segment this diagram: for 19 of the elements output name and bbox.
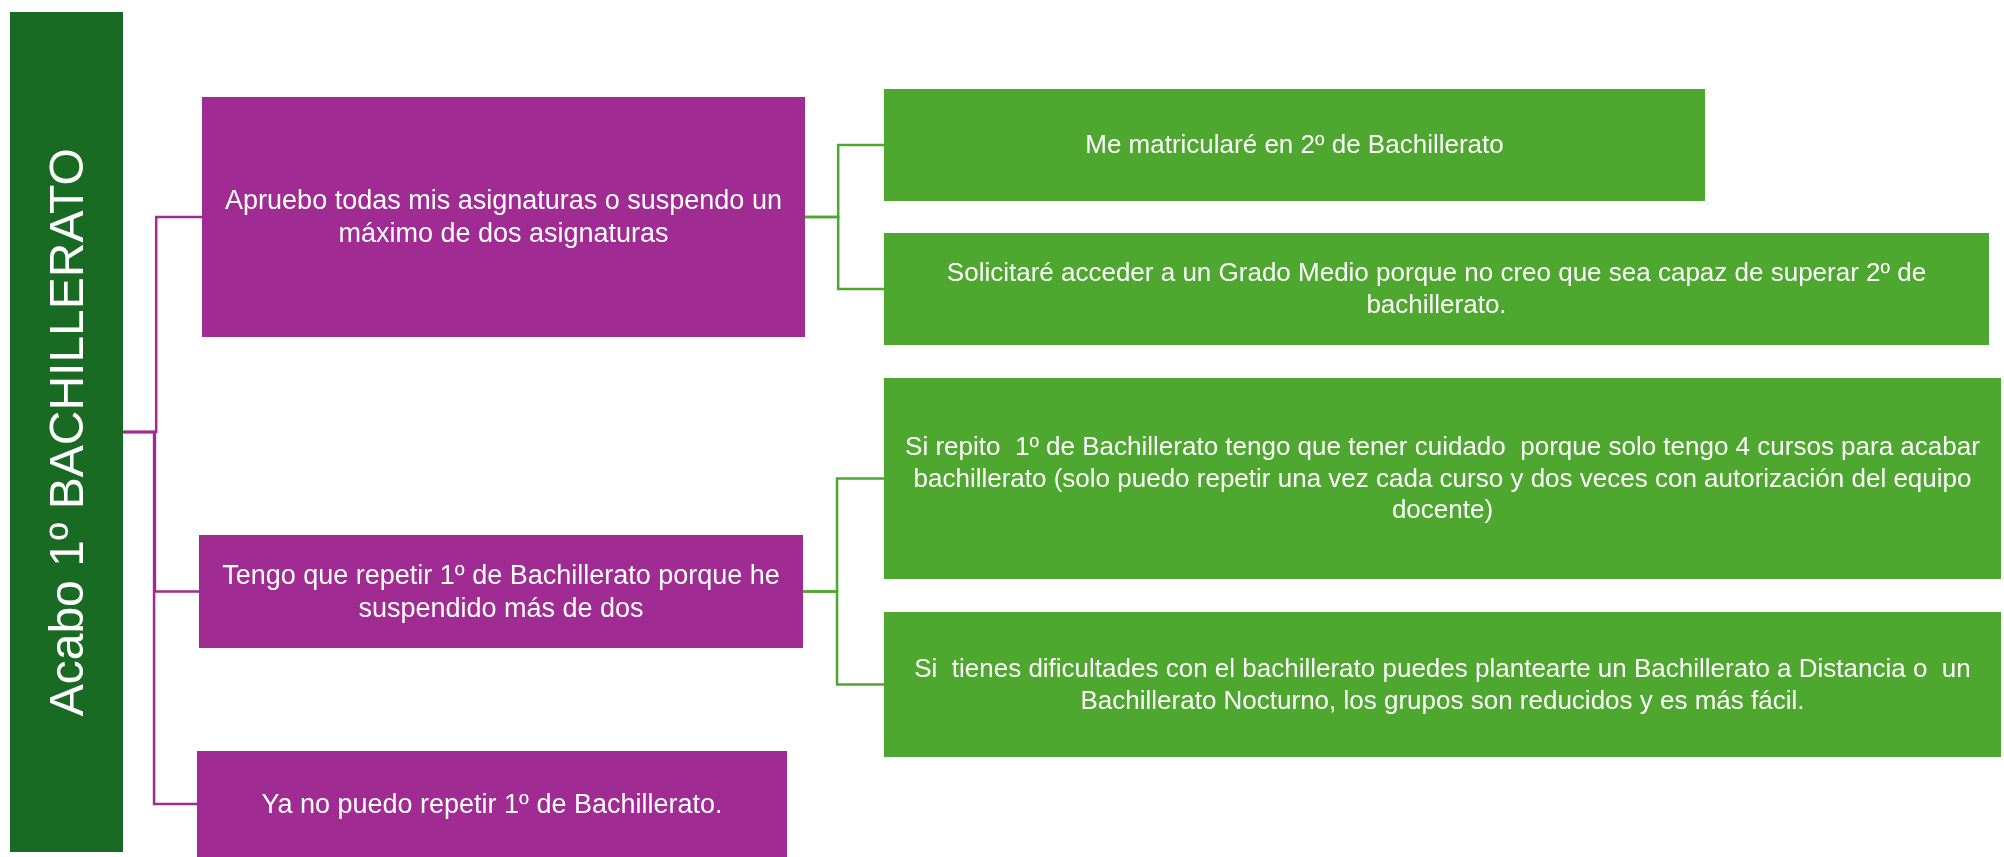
result-box: [884, 378, 2001, 579]
result-box: [884, 612, 2001, 757]
node-text: Me matricularé en 2º de Bachillerato: [1085, 129, 1504, 161]
result-box: [884, 233, 1989, 345]
connector-line: [123, 430, 197, 806]
node-text: Apruebo todas mis asignaturas o suspendo un máximo de dos asignaturas: [224, 184, 783, 250]
result-box: [884, 89, 1705, 201]
node-text: Tengo que repetir 1º de Bachillerato porque he suspendido más de dos: [221, 558, 781, 625]
option-box: [199, 535, 803, 648]
connector-line: [805, 215, 884, 291]
node-text: Acabo 1º BACHILLERATO: [38, 148, 94, 716]
option-box: [202, 97, 805, 337]
node-text: Solicitaré acceder a un Grado Medio porque no creo que sea capaz de superar 2º de bachillerato.: [945, 257, 1928, 321]
title-bar: [10, 12, 123, 852]
node-text: Si repito 1º de Bachillerato tengo que tener cuidado porque solo tengo 4 cursos para acabar bachillerato (solo puedo repetir una vez cada curso y dos veces con autorización del equipo docente): [904, 430, 1981, 527]
node-text: Ya no puedo repetir 1º de Bachillerato.: [261, 787, 723, 821]
connector-line: [803, 590, 884, 686]
node-text: Si tienes dificultades con el bachillerato puedes plantearte un Bachillerato a Distancia o un Bachillerato Nocturno, los grupos son reducidos y es más fácil.: [913, 652, 1972, 717]
option-box: [197, 751, 787, 857]
